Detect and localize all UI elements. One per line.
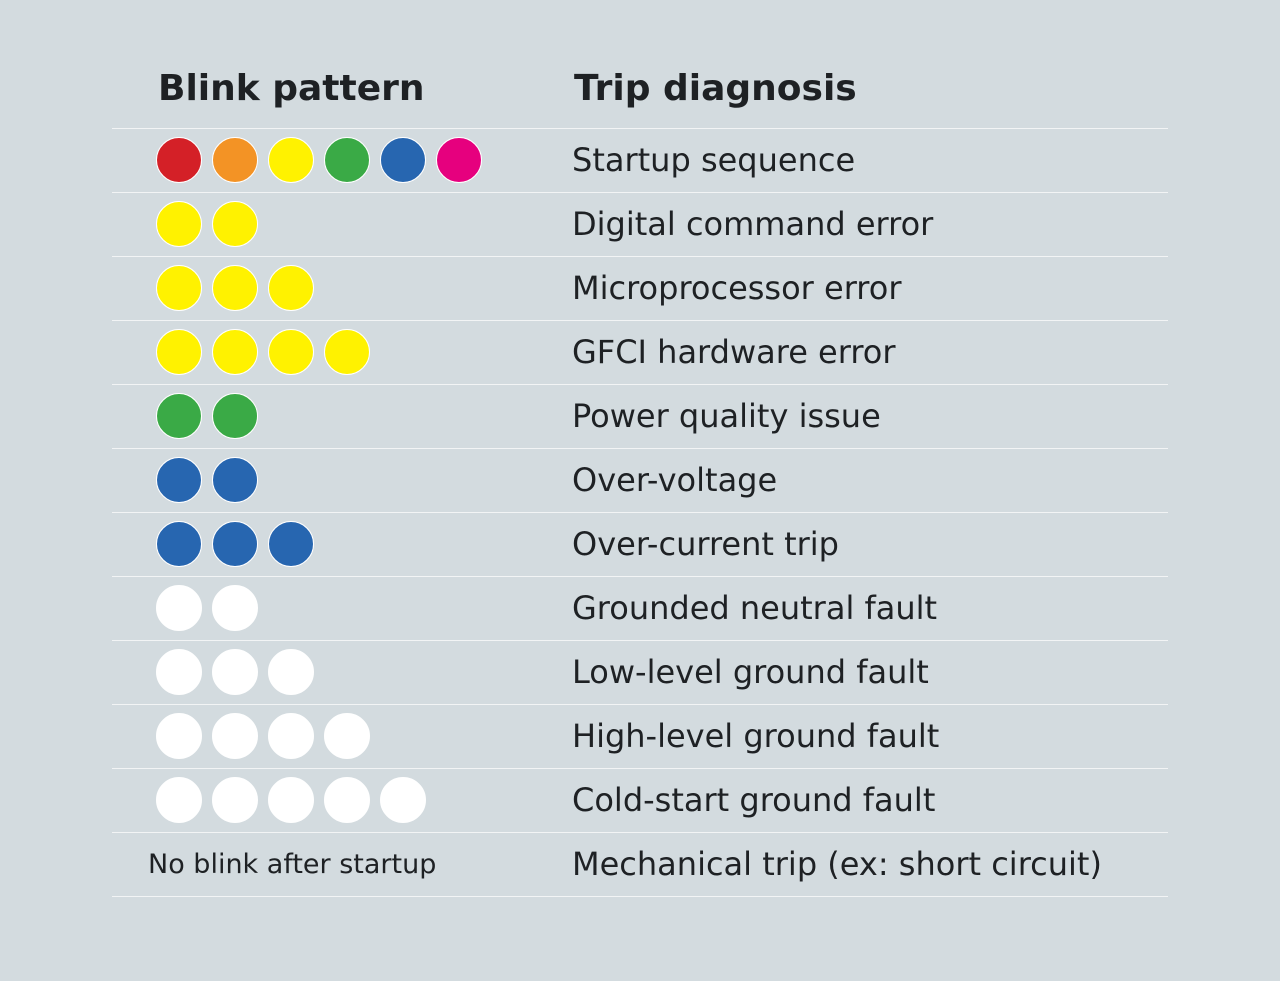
blue-blink-dot: [212, 457, 258, 503]
blue-blink-dot: [268, 521, 314, 567]
table-row: Low-level ground fault: [112, 641, 1168, 705]
table-row: Over-current trip: [112, 513, 1168, 577]
white-blink-dot: [212, 649, 258, 695]
yellow-blink-dot: [156, 201, 202, 247]
white-blink-dot: [268, 649, 314, 695]
yellow-blink-dot: [268, 137, 314, 183]
white-blink-dot: [268, 713, 314, 759]
white-blink-dot: [156, 713, 202, 759]
green-blink-dot: [212, 393, 258, 439]
white-blink-dot: [324, 713, 370, 759]
yellow-blink-dot: [268, 329, 314, 375]
blink-pattern: [156, 137, 482, 185]
trip-diagnosis-text: Over-voltage: [572, 461, 778, 499]
white-blink-dot: [156, 649, 202, 695]
table-row: High-level ground fault: [112, 705, 1168, 769]
blink-pattern: [156, 393, 258, 441]
white-blink-dot: [212, 777, 258, 823]
white-blink-dot: [156, 777, 202, 823]
table-header: Blink pattern Trip diagnosis: [112, 58, 1168, 129]
blink-pattern-note: No blink after startup: [148, 849, 437, 880]
blink-pattern: [156, 265, 314, 313]
table-row: Cold-start ground fault: [112, 769, 1168, 833]
yellow-blink-dot: [212, 201, 258, 247]
blue-blink-dot: [156, 521, 202, 567]
blink-pattern: [156, 777, 426, 825]
table-row: Grounded neutral fault: [112, 577, 1168, 641]
blink-pattern-table: Blink pattern Trip diagnosis Startup seq…: [112, 58, 1168, 897]
yellow-blink-dot: [156, 329, 202, 375]
trip-diagnosis-text: Power quality issue: [572, 397, 881, 435]
magenta-blink-dot: [436, 137, 482, 183]
trip-diagnosis-text: Cold-start ground fault: [572, 781, 936, 819]
white-blink-dot: [324, 777, 370, 823]
blink-pattern: [156, 649, 314, 697]
white-blink-dot: [212, 713, 258, 759]
yellow-blink-dot: [268, 265, 314, 311]
white-blink-dot: [380, 777, 426, 823]
table-row: No blink after startup Mechanical trip (e…: [112, 833, 1168, 897]
trip-diagnosis-text: Microprocessor error: [572, 269, 902, 307]
blink-pattern: [156, 201, 258, 249]
trip-diagnosis-text: High-level ground fault: [572, 717, 940, 755]
trip-diagnosis-heading: Trip diagnosis: [574, 68, 857, 109]
green-blink-dot: [324, 137, 370, 183]
blue-blink-dot: [380, 137, 426, 183]
table-row: GFCI hardware error: [112, 321, 1168, 385]
yellow-blink-dot: [212, 329, 258, 375]
table-row: Microprocessor error: [112, 257, 1168, 321]
blink-pattern: [156, 585, 258, 633]
orange-blink-dot: [212, 137, 258, 183]
table-row: Digital command error: [112, 193, 1168, 257]
trip-diagnosis-text: Low-level ground fault: [572, 653, 929, 691]
trip-diagnosis-text: Digital command error: [572, 205, 934, 243]
blink-pattern: [156, 457, 258, 505]
trip-diagnosis-text: Startup sequence: [572, 141, 856, 179]
blink-pattern: [156, 329, 370, 377]
yellow-blink-dot: [156, 265, 202, 311]
trip-diagnosis-text: Over-current trip: [572, 525, 839, 563]
yellow-blink-dot: [324, 329, 370, 375]
yellow-blink-dot: [212, 265, 258, 311]
white-blink-dot: [212, 585, 258, 631]
blink-pattern: [156, 521, 314, 569]
green-blink-dot: [156, 393, 202, 439]
blue-blink-dot: [156, 457, 202, 503]
trip-diagnosis-text: GFCI hardware error: [572, 333, 896, 371]
trip-diagnosis-text: Mechanical trip (ex: short circuit): [572, 845, 1102, 883]
table-row: Startup sequence: [112, 129, 1168, 193]
blink-pattern-heading: Blink pattern: [158, 68, 425, 109]
table-row: Over-voltage: [112, 449, 1168, 513]
trip-diagnosis-text: Grounded neutral fault: [572, 589, 938, 627]
white-blink-dot: [156, 585, 202, 631]
red-blink-dot: [156, 137, 202, 183]
white-blink-dot: [268, 777, 314, 823]
table-row: Power quality issue: [112, 385, 1168, 449]
blink-pattern: [156, 713, 370, 761]
blue-blink-dot: [212, 521, 258, 567]
